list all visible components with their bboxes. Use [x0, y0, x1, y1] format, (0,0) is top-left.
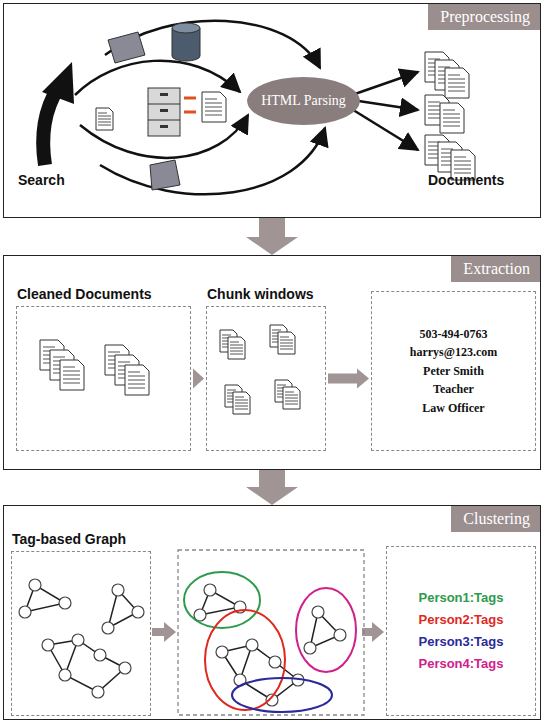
caption-label: Search: [18, 172, 65, 188]
drawn-path: [350, 108, 418, 150]
drawn-rect: [160, 93, 168, 96]
drawn-path: [108, 32, 145, 63]
drawn-use: [60, 360, 84, 390]
stage-panel: ExtractionCleaned DocumentsChunk windows…: [3, 255, 541, 470]
drawn-use: [278, 332, 295, 354]
drawn-rect: [148, 88, 180, 136]
drawn-circle: [119, 662, 131, 674]
stage-panel: ClusteringTag-based GraphPerson1:TagsPer…: [3, 505, 541, 720]
flow-connector: [193, 369, 204, 389]
drawn-circle: [59, 597, 71, 609]
drawn-path: [148, 104, 180, 120]
drawn-path: [352, 100, 418, 110]
drawn-path: [362, 622, 384, 642]
drawn-use: [440, 103, 464, 133]
drawn-use: [228, 337, 245, 359]
cleaned-documents: [40, 340, 149, 395]
search-arrow: [42, 62, 74, 165]
chunk-windows: [220, 325, 300, 414]
drawn-use: [283, 387, 300, 409]
drawn-circle: [334, 629, 346, 641]
flow-arrows: [75, 21, 418, 195]
stage-tag: Clustering: [451, 506, 540, 532]
drawn-path: [43, 88, 58, 165]
flow-connector: [328, 369, 369, 389]
result-line: Person4:Tags: [418, 653, 503, 675]
result-line: Teacher: [433, 380, 474, 399]
dashed-box: 503-494-0763harrys@123.comPeter SmithTea…: [371, 291, 536, 451]
drawn-ellipse: [172, 23, 200, 33]
oval-fill: [247, 77, 360, 125]
drawn-path: [152, 622, 176, 642]
result-line: Law Officer: [422, 399, 484, 418]
process-label: HTML Parsing: [261, 93, 346, 109]
tag-graph: [25, 585, 138, 692]
drawn-circle: [132, 606, 144, 618]
dashed-box: Cleaned Documents: [16, 306, 191, 451]
drawn-circle: [269, 656, 281, 668]
flow-connector: [246, 218, 298, 255]
drawn-circle: [29, 579, 41, 591]
drawn-circle: [72, 634, 84, 646]
dashed-box: Tag-based Graph: [11, 551, 151, 716]
block-arrow: [246, 470, 298, 505]
drawn-ellipse: [205, 610, 285, 710]
drawn-circle: [216, 646, 228, 658]
drawn-ellipse: [296, 588, 356, 672]
dashed-box: Chunk windows: [206, 306, 326, 451]
stage-tag: Preprocessing: [428, 4, 540, 30]
drawn-circle: [246, 639, 258, 651]
process-oval: HTML Parsing: [246, 76, 361, 126]
stage-tag: Extraction: [451, 256, 540, 282]
drawn-circle: [304, 642, 316, 654]
cluster-ellipses: [184, 572, 356, 712]
dashed-box: Person1:TagsPerson2:TagsPerson3:TagsPers…: [386, 546, 536, 716]
flow-connector: [246, 470, 298, 505]
drawn-circle: [42, 639, 54, 651]
drawn-use: [202, 92, 226, 122]
drawn-path: [42, 62, 74, 104]
drawn-rect: [160, 125, 168, 128]
caption-label: Documents: [428, 172, 504, 188]
layout-arrows: [152, 622, 384, 642]
result-line: 503-494-0763: [420, 325, 488, 344]
drawn-circle: [94, 649, 106, 661]
result-line: Person1:Tags: [418, 587, 503, 609]
block-arrow: [193, 369, 204, 389]
result-line: Peter Smith: [423, 362, 484, 381]
box-heading: Tag-based Graph: [12, 531, 126, 547]
drawn-use: [96, 108, 113, 130]
drawn-use: [125, 365, 149, 395]
source-icons: [96, 23, 226, 190]
box-heading: Cleaned Documents: [17, 286, 152, 302]
drawn-use: [445, 68, 469, 98]
drawn-path: [100, 128, 325, 194]
cluster-box: [178, 550, 364, 715]
tag-graph-nodes: [19, 579, 144, 698]
result-line: Person2:Tags: [418, 609, 503, 631]
result-line: harrys@123.com: [410, 343, 497, 362]
drawn-rect: [160, 109, 168, 112]
drawn-circle: [92, 686, 104, 698]
drawn-use: [233, 392, 250, 414]
box-heading: Chunk windows: [207, 286, 314, 302]
drawn-path: [105, 21, 320, 68]
drawn-circle: [19, 606, 31, 618]
drawn-ellipse: [232, 678, 332, 712]
drawn-circle: [312, 606, 324, 618]
result-line: Person3:Tags: [418, 631, 503, 653]
drawn-circle: [112, 584, 124, 596]
drawn-path: [25, 585, 138, 692]
drawn-path: [184, 98, 196, 112]
drawn-circle: [59, 669, 71, 681]
drawn-circle: [204, 584, 216, 596]
drawn-path: [352, 72, 418, 95]
block-arrow: [246, 218, 298, 255]
drawn-circle: [102, 622, 114, 634]
cluster-graph-nodes: [194, 584, 346, 706]
drawn-path: [150, 160, 180, 190]
document-stacks: [425, 52, 475, 180]
block-arrow: [328, 369, 369, 389]
